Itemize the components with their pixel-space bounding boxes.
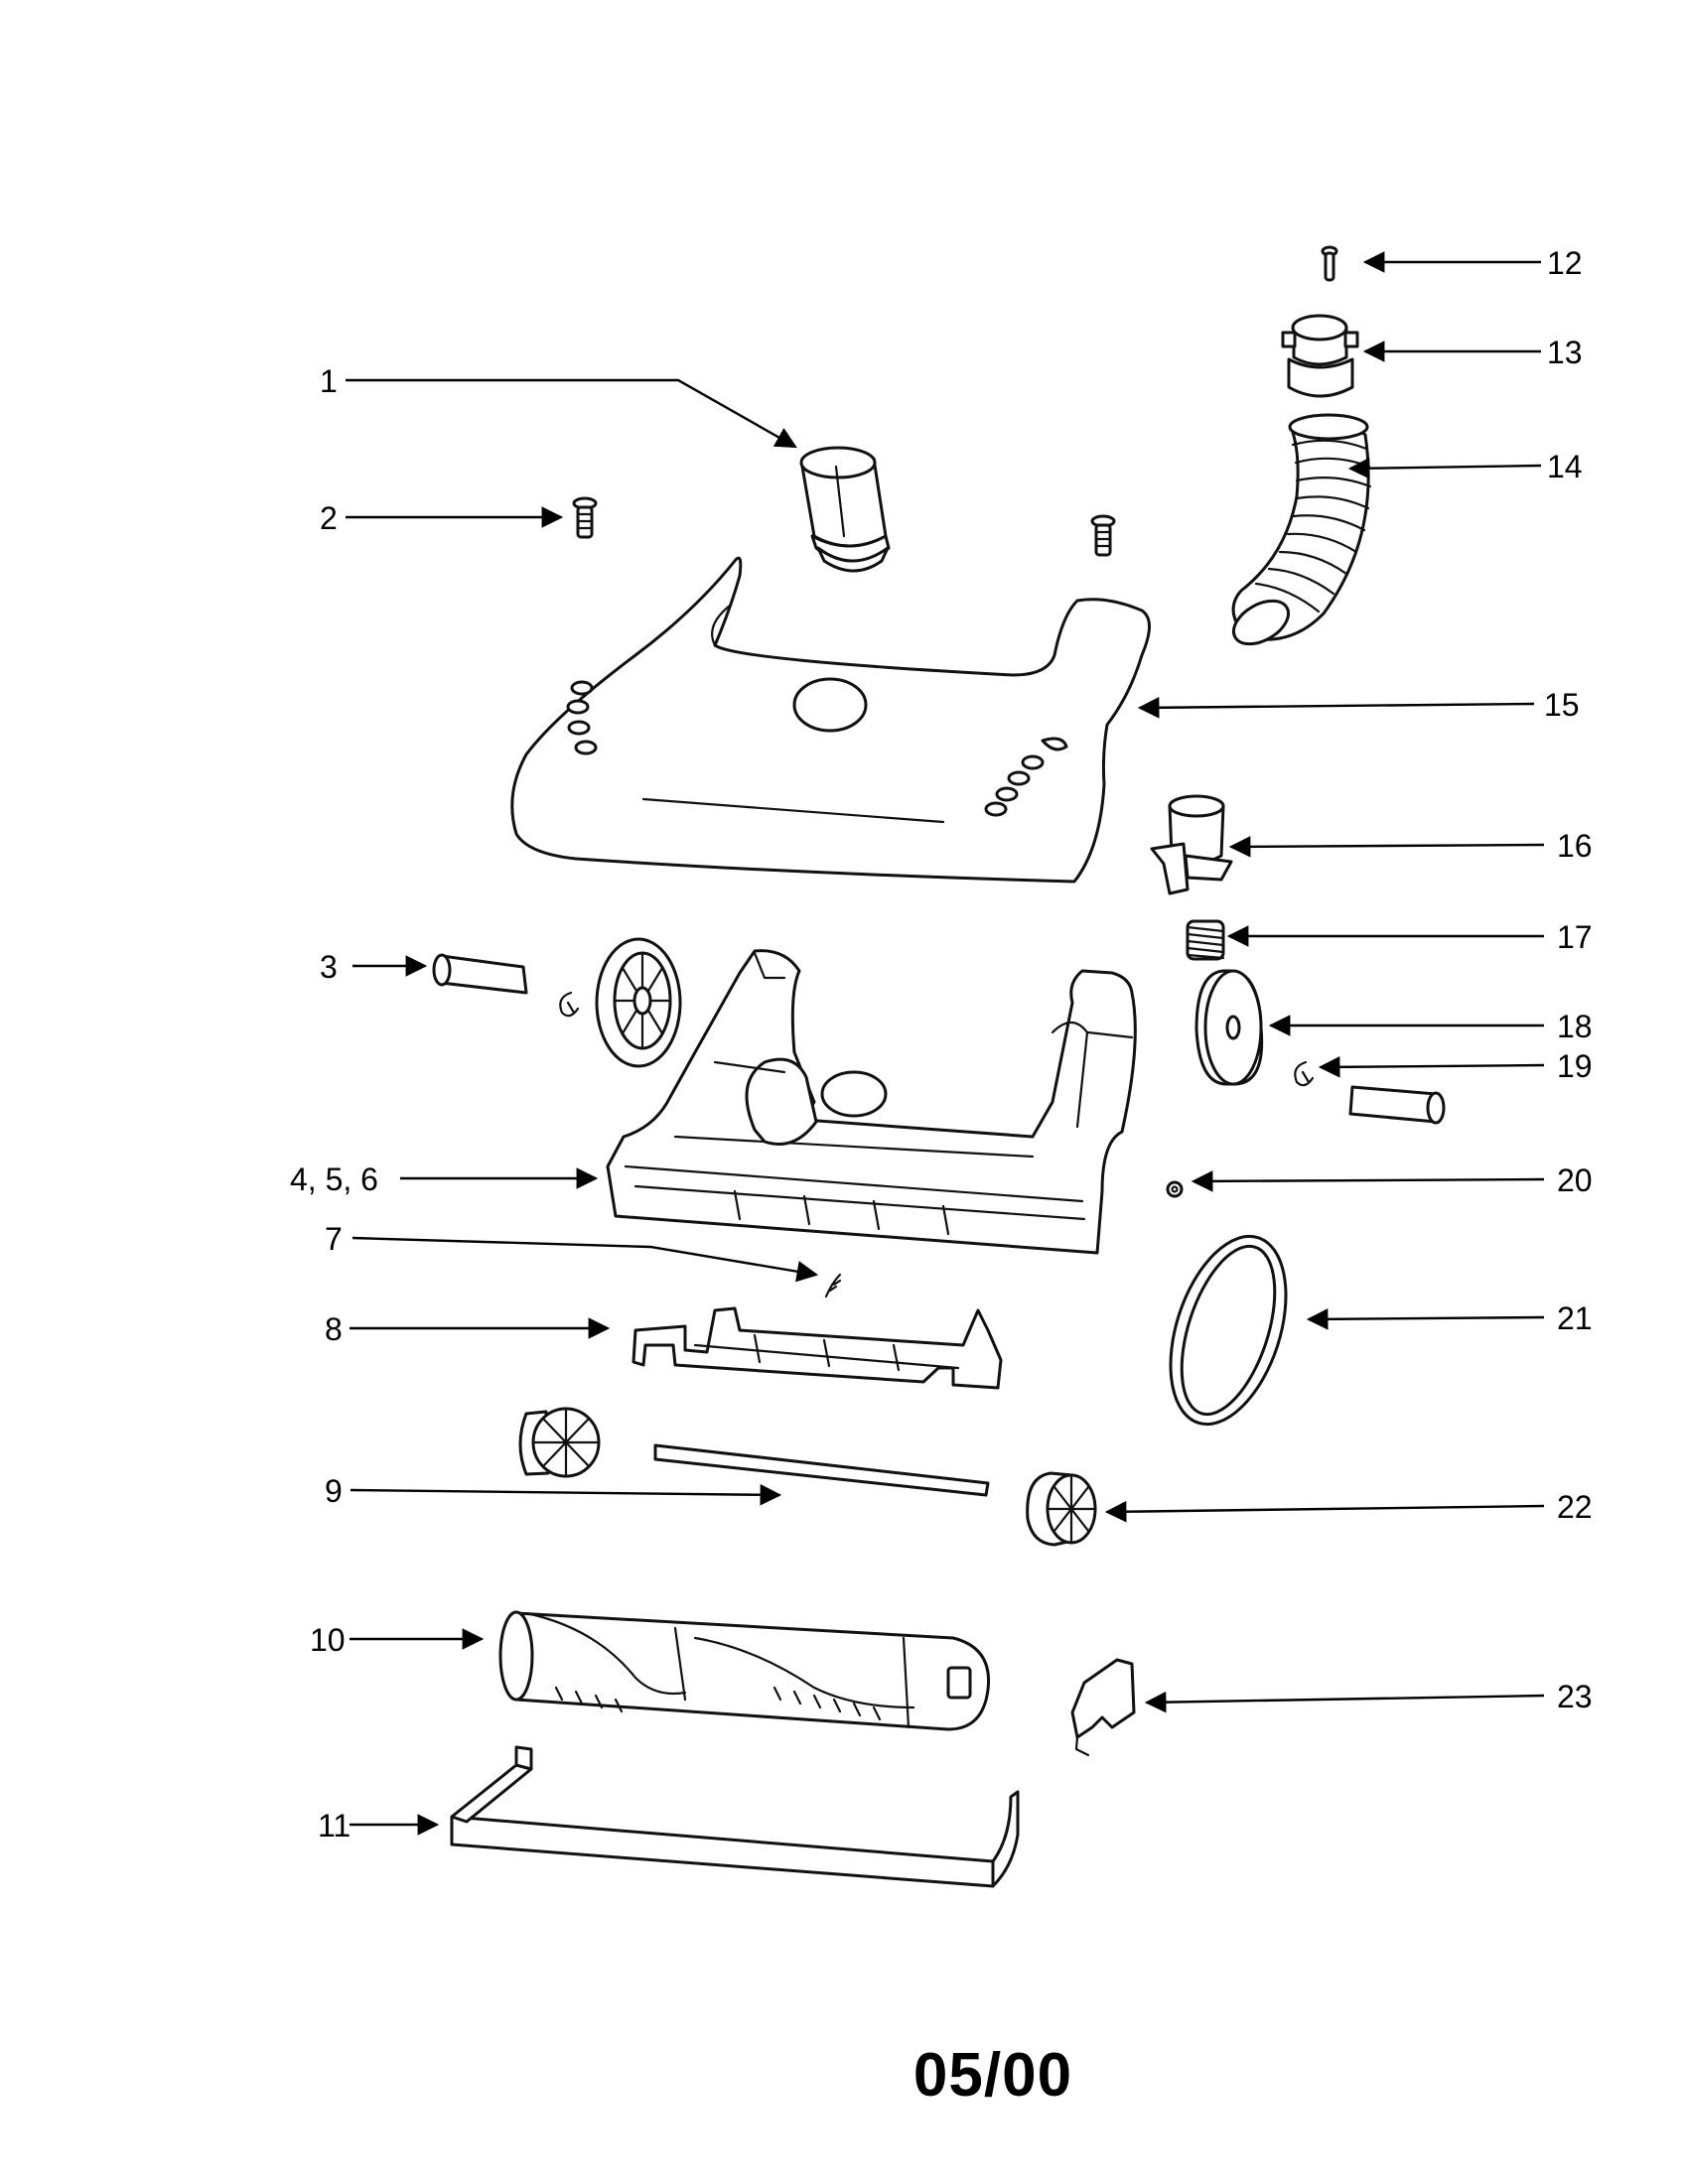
part-13-hose-connector xyxy=(1281,314,1359,398)
callout-21: 21 xyxy=(1557,1300,1593,1336)
callout-14: 14 xyxy=(1547,449,1583,484)
leader-16 xyxy=(1228,836,1545,858)
part-1-swivel-neck xyxy=(799,446,891,573)
callout-8: 8 xyxy=(325,1311,343,1347)
part-16-adjust-knob xyxy=(1150,794,1233,895)
part-20-nut xyxy=(1166,1180,1184,1198)
part-21-belt xyxy=(1169,1234,1288,1427)
callout-17: 17 xyxy=(1557,919,1593,955)
part-17-spring xyxy=(1186,919,1225,961)
part-2-screw xyxy=(572,496,598,539)
leader-23 xyxy=(1144,1691,1545,1713)
callout-1: 1 xyxy=(320,363,338,399)
callout-7: 7 xyxy=(325,1221,343,1257)
leader-15 xyxy=(1137,697,1535,719)
callout-4-5-6: 4, 5, 6 xyxy=(290,1161,378,1197)
callout-10: 10 xyxy=(310,1622,346,1658)
leader-9 xyxy=(350,1483,782,1506)
callout-19: 19 xyxy=(1557,1048,1593,1084)
part-12-screw xyxy=(1321,245,1338,282)
part-22-end-cap-right xyxy=(1026,1471,1097,1547)
callout-22: 22 xyxy=(1557,1489,1593,1525)
part-23-belt-guard xyxy=(1070,1658,1136,1757)
callout-11: 11 xyxy=(318,1808,351,1843)
part-18-wheel xyxy=(1194,969,1264,1086)
part-9-shaft xyxy=(653,1443,990,1497)
leader-7 xyxy=(351,1236,819,1283)
callout-16: 16 xyxy=(1557,828,1593,864)
leader-20 xyxy=(1191,1170,1545,1192)
part-8-bottom-plate xyxy=(632,1306,1003,1390)
part-3-wheel xyxy=(595,937,682,1068)
part-4-5-6-base xyxy=(606,949,1137,1255)
part-10-brushroll xyxy=(498,1610,991,1731)
leader-14 xyxy=(1347,457,1542,479)
callout-13: 13 xyxy=(1547,335,1583,370)
part-3-clip xyxy=(559,991,580,1018)
part-19-axle xyxy=(1348,1085,1446,1125)
callout-9: 9 xyxy=(325,1473,343,1509)
callout-12: 12 xyxy=(1547,245,1583,281)
part-3-axle xyxy=(432,953,528,995)
part-11-bumper xyxy=(450,1745,1020,1888)
callout-23: 23 xyxy=(1557,1679,1593,1714)
revision-date: 05/00 xyxy=(912,2041,1073,2110)
part-7-spring xyxy=(824,1273,842,1298)
callout-20: 20 xyxy=(1557,1162,1593,1198)
callout-18: 18 xyxy=(1557,1009,1593,1044)
callout-15: 15 xyxy=(1544,687,1580,723)
leader-21 xyxy=(1306,1308,1545,1330)
part-19-retaining-clip xyxy=(1294,1060,1315,1087)
part-2-screw-b xyxy=(1090,514,1116,557)
leader-22 xyxy=(1104,1500,1545,1523)
leader-lines xyxy=(346,251,1545,1836)
callout-2: 2 xyxy=(320,500,338,536)
part-9-end-cap-left xyxy=(518,1407,601,1478)
part-14-hose xyxy=(1231,413,1372,646)
leader-19 xyxy=(1318,1056,1545,1078)
callout-3: 3 xyxy=(320,949,338,985)
callout-labels: 1 2 3 4, 5, 6 7 8 9 10 11 12 13 14 15 16… xyxy=(290,245,1593,1843)
leader-1 xyxy=(346,378,797,449)
part-15-hood xyxy=(510,556,1151,884)
